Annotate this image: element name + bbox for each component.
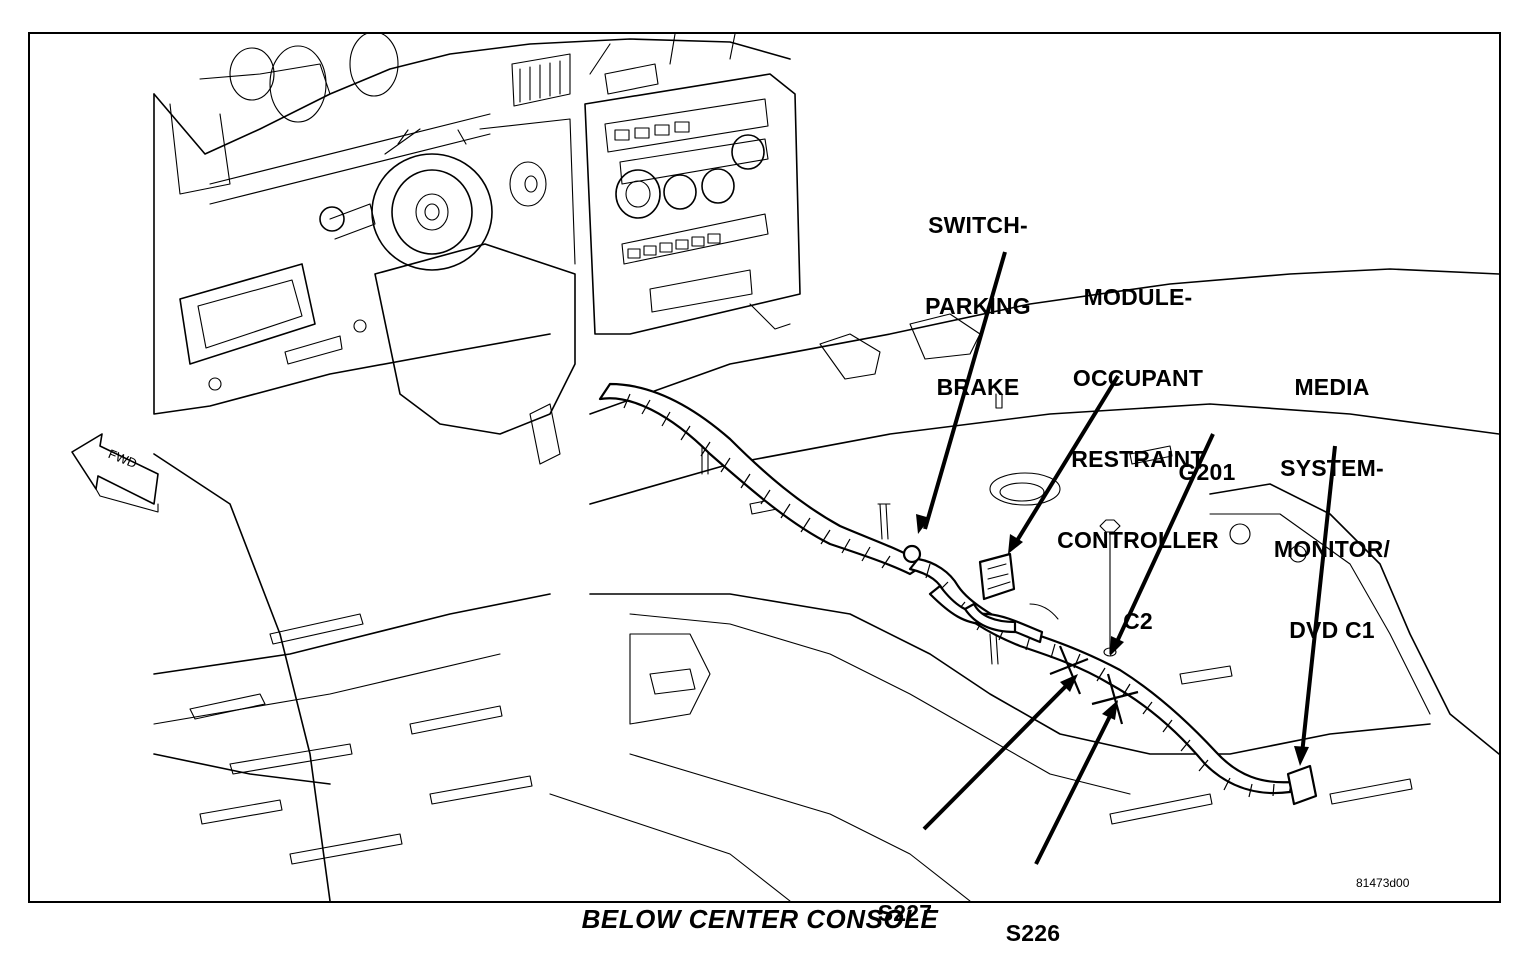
- label-s227: S227: [877, 900, 933, 926]
- label-switch-line3: BRAKE: [936, 374, 1020, 400]
- label-switch-line1: SWITCH-: [928, 212, 1028, 238]
- label-media-line1: MEDIA: [1294, 374, 1370, 400]
- label-module-line3: RESTRAINT: [1071, 446, 1205, 472]
- dvd-connector: [1286, 764, 1318, 806]
- label-media-line3: MONITOR/: [1273, 536, 1391, 562]
- callout-g201: G201: [1172, 405, 1242, 513]
- label-module-line5: C2: [1123, 608, 1153, 634]
- arrow-switch-parking-brake: [923, 251, 1007, 530]
- label-g201: G201: [1178, 459, 1236, 485]
- arrow-media-system: [1300, 445, 1337, 755]
- callout-media-system: MEDIA SYSTEM- MONITOR/ DVD C1: [1262, 320, 1402, 671]
- label-media-line2: SYSTEM-: [1280, 455, 1384, 481]
- instrument-panel: [153, 34, 791, 435]
- center-stack: [511, 34, 801, 335]
- fwd-label: FWD: [106, 446, 139, 471]
- label-module-line1: MODULE-: [1083, 284, 1193, 310]
- wiring-illustration: FWD: [71, 34, 1499, 901]
- callout-switch-parking-brake: SWITCH- PARKING BRAKE: [918, 158, 1038, 428]
- diagram-frame: FWD: [28, 32, 1501, 903]
- callout-arrows: [916, 251, 1337, 865]
- fwd-arrow: FWD: [71, 433, 159, 513]
- label-media-line4: DVD C1: [1289, 617, 1375, 643]
- callout-module-occupant-restraint: MODULE- OCCUPANT RESTRAINT CONTROLLER C2: [1038, 230, 1238, 662]
- figure-code: 81473d00: [1356, 876, 1410, 890]
- label-switch-line2: PARKING: [925, 293, 1031, 319]
- wiring-harness: [598, 382, 1318, 806]
- arrow-module-occupant: [1013, 374, 1120, 546]
- arrow-g201: [1113, 433, 1215, 647]
- arrow-s227: [922, 680, 1072, 831]
- figure-caption: BELOW CENTER CONSOLE: [581, 904, 939, 934]
- arrow-s226: [1034, 711, 1114, 865]
- label-module-line4: CONTROLLER: [1057, 527, 1219, 553]
- callout-s227: S227: [870, 846, 940, 954]
- label-module-line2: OCCUPANT: [1072, 365, 1204, 391]
